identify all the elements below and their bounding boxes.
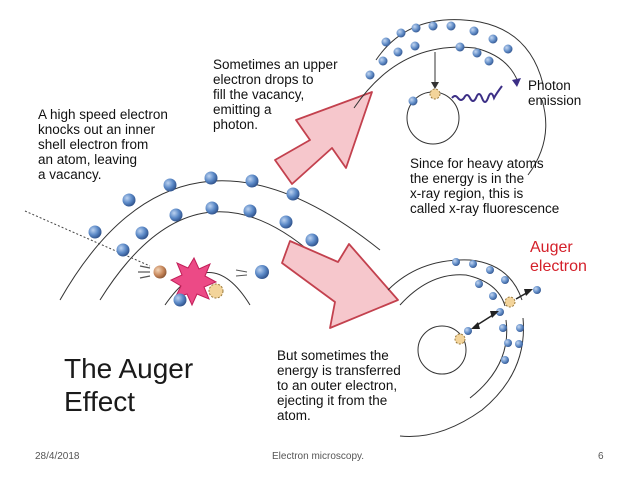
electron-icon <box>408 96 418 106</box>
electron-icon <box>464 327 472 335</box>
auger-atom <box>387 258 541 437</box>
left-middle-electrons <box>116 201 319 257</box>
electron-icon <box>488 34 498 44</box>
upper-electrons <box>365 21 513 106</box>
lower-electrons <box>452 258 524 364</box>
electron-icon <box>469 260 477 268</box>
electron-icon <box>472 48 482 58</box>
electron-icon <box>122 193 136 207</box>
drop-annotation: Sometimes an upper electron drops to fil… <box>213 57 338 132</box>
upper-outer-shell <box>375 19 544 85</box>
electron-icon <box>410 41 420 51</box>
incoming-electron-path <box>24 210 151 267</box>
left-inner-shell <box>164 272 251 306</box>
left-atom <box>24 171 381 307</box>
electron-icon <box>173 293 187 307</box>
left-outer-electrons <box>88 171 300 239</box>
electron-icon <box>503 44 513 54</box>
electron-icon <box>365 70 375 80</box>
vacancy-icon <box>208 283 224 299</box>
electron-icon <box>411 23 421 33</box>
electron-icon <box>428 21 438 31</box>
left-outer-shell <box>59 180 381 301</box>
electron-icon <box>204 171 218 185</box>
lower-inner-shell <box>417 325 467 375</box>
electron-icon <box>245 174 259 188</box>
electron-icon <box>501 276 509 284</box>
lower-shell-right <box>399 317 524 437</box>
arrow-to-auger <box>281 240 399 329</box>
photon-emission-label: Photon emission <box>528 78 582 108</box>
electron-icon <box>489 292 497 300</box>
vacancy-icon <box>454 333 466 345</box>
flash-icon <box>169 256 218 307</box>
electron-icon <box>501 356 509 364</box>
photon-wave-icon <box>451 85 503 103</box>
footer-date: 28/4/2018 <box>35 451 80 462</box>
page-number: 6 <box>598 451 604 462</box>
electron-icon <box>496 308 504 316</box>
footer-title: Electron microscopy. <box>272 451 365 462</box>
electron-icon <box>88 225 102 239</box>
electron-icon <box>504 339 512 347</box>
electron-icon <box>243 204 257 218</box>
electron-icon <box>393 47 403 57</box>
electron-icon <box>205 201 219 215</box>
upper-shell-right <box>527 99 547 176</box>
ejected-electron <box>235 265 269 279</box>
electron-icon <box>515 340 523 348</box>
electron-icon <box>135 226 149 240</box>
electron-icon <box>279 215 293 229</box>
lower-middle-shell <box>399 274 506 307</box>
electron-icon <box>516 324 524 332</box>
electron-icon <box>381 37 391 47</box>
electron-icon <box>286 187 300 201</box>
electron-icon <box>163 178 177 192</box>
knock-out-annotation: A high speed electron knocks out an inne… <box>38 107 168 182</box>
electron-icon <box>378 56 388 66</box>
lower-outer-shell <box>387 259 523 301</box>
electron-icon <box>455 42 465 52</box>
arrow-to-fluorescence <box>274 91 373 185</box>
incoming-electron-icon <box>138 265 167 279</box>
electron-icon <box>484 56 494 66</box>
electron-icon <box>169 208 183 222</box>
electron-icon <box>475 280 483 288</box>
electron-icon <box>499 324 507 332</box>
electron-icon <box>396 28 406 38</box>
electron-icon <box>116 243 130 257</box>
auger-electron-icon <box>533 286 541 294</box>
vacancy-icon <box>504 296 516 308</box>
electron-icon <box>305 233 319 247</box>
electron-icon <box>446 21 456 31</box>
slide-title: The Auger Effect <box>64 353 194 417</box>
auger-electron-label: Auger electron <box>530 239 587 275</box>
electron-icon <box>469 26 479 36</box>
fluorescence-atom <box>353 19 547 176</box>
vacancy-icon <box>429 88 441 100</box>
xray-fluorescence-annotation: Since for heavy atoms the energy is in t… <box>410 156 560 216</box>
electron-icon <box>452 258 460 266</box>
electron-icon <box>486 266 494 274</box>
energy-transfer-annotation: But sometimes the energy is transferred … <box>277 348 401 423</box>
